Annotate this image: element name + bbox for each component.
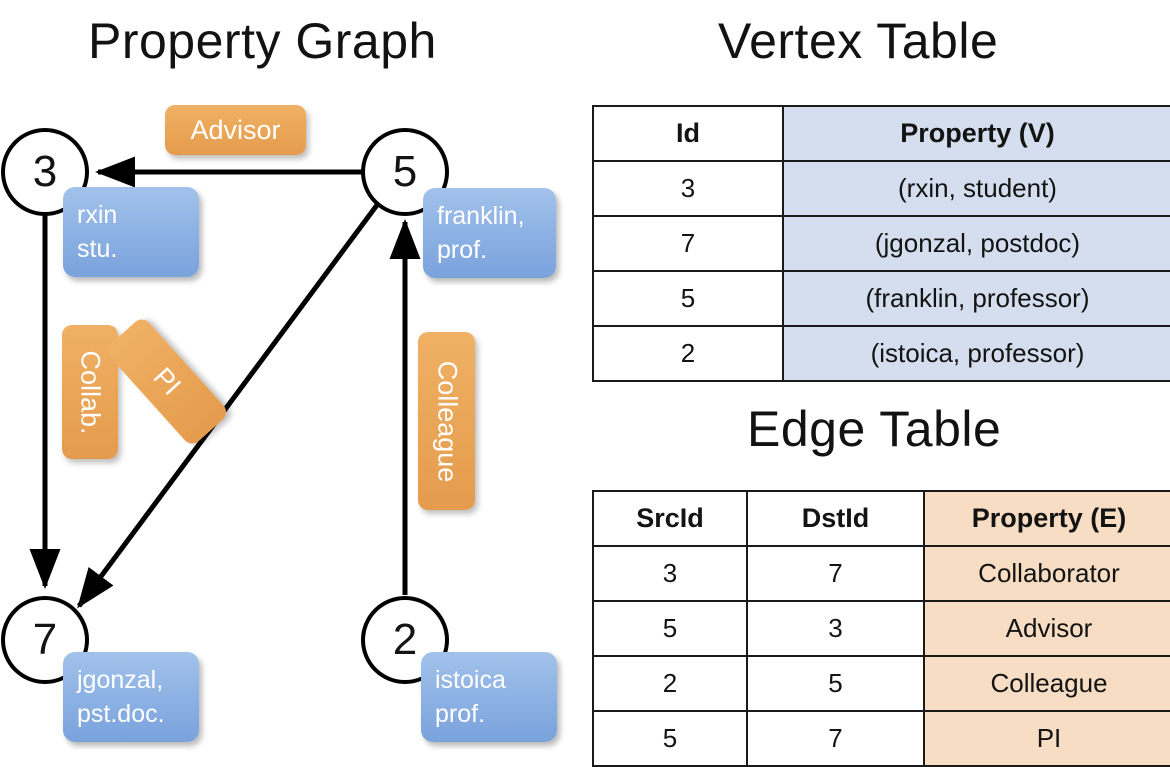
vertex-cell-property: (jgonzal, postdoc) xyxy=(782,215,1170,272)
edge-cell-dstid: 7 xyxy=(746,710,925,767)
table-row: 2 5 Colleague xyxy=(592,655,1170,712)
edge-label-colleague-text: Colleague xyxy=(432,360,462,482)
graph-node-7-label: 7 xyxy=(32,615,58,664)
edge-cell-srcid: 2 xyxy=(592,655,748,712)
vertex-table-header-id: Id xyxy=(592,105,784,162)
edge-table-header-property: Property (E) xyxy=(923,490,1170,547)
edge-cell-srcid: 5 xyxy=(592,710,748,767)
node-property-box-franklin: franklin, prof. xyxy=(423,188,556,278)
edge-cell-dstid: 5 xyxy=(746,655,925,712)
table-row: 2 (istoica, professor) xyxy=(592,325,1170,382)
edge-table-header-srcid: SrcId xyxy=(592,490,748,547)
graph-node-3-label: 3 xyxy=(32,147,58,196)
page-title-vertex-table: Vertex Table xyxy=(718,13,999,69)
vertex-cell-property: (istoica, professor) xyxy=(782,325,1170,382)
vertex-cell-property: (rxin, student) xyxy=(782,160,1170,217)
vertex-table-header-row: Id Property (V) xyxy=(592,105,1170,162)
edge-label-pi-text: PI xyxy=(147,361,188,401)
table-row: 5 (franklin, professor) xyxy=(592,270,1170,327)
edge-label-advisor: Advisor xyxy=(165,105,306,155)
vertex-table-header-property: Property (V) xyxy=(782,105,1170,162)
edge-cell-property: Collaborator xyxy=(923,545,1170,602)
vertex-cell-id: 7 xyxy=(592,215,784,272)
edge-label-collaborator-text: Collab. xyxy=(75,349,106,435)
edge-cell-property: PI xyxy=(923,710,1170,767)
graph-edges-layer xyxy=(29,156,421,609)
graph-node-2[interactable]: 2 xyxy=(361,596,449,684)
edge-label-advisor-text: Advisor xyxy=(190,114,281,145)
edge-table-header-dstid: DstId xyxy=(746,490,925,547)
edge-cell-property: Advisor xyxy=(923,600,1170,657)
graph-node-5[interactable]: 5 xyxy=(361,128,449,216)
edge-cell-property: Colleague xyxy=(923,655,1170,712)
edge-5-to-7-pi xyxy=(76,203,380,609)
edge-cell-dstid: 3 xyxy=(746,600,925,657)
edge-cell-dstid: 7 xyxy=(746,545,925,602)
property-graph-diagram: 3 5 7 2 rxin stu. franklin, prof. jgonza… xyxy=(0,0,585,760)
table-row: 5 7 PI xyxy=(592,710,1170,767)
table-row: 3 (rxin, student) xyxy=(592,160,1170,217)
edge-cell-srcid: 5 xyxy=(592,600,748,657)
table-row: 5 3 Advisor xyxy=(592,600,1170,657)
vertex-cell-property: (franklin, professor) xyxy=(782,270,1170,327)
graph-node-5-label: 5 xyxy=(392,147,418,196)
vertex-table: Id Property (V) 3 (rxin, student) 7 (jgo… xyxy=(592,105,1170,382)
vertex-cell-id: 5 xyxy=(592,270,784,327)
page-title-edge-table: Edge Table xyxy=(747,401,1002,457)
node-property-box-jgonzal: jgonzal, pst.doc. xyxy=(63,652,199,742)
table-row: 3 7 Collaborator xyxy=(592,545,1170,602)
node-property-box-istoica: istoica prof. xyxy=(421,652,557,742)
edge-table: SrcId DstId Property (E) 3 7 Collaborato… xyxy=(592,490,1170,767)
vertex-cell-id: 3 xyxy=(592,160,784,217)
vertex-cell-id: 2 xyxy=(592,325,784,382)
node-property-box-rxin: rxin stu. xyxy=(63,187,199,277)
page-title-property-graph: Property Graph xyxy=(88,13,437,69)
edge-label-colleague: Colleague xyxy=(418,332,475,510)
edge-cell-srcid: 3 xyxy=(592,545,748,602)
table-row: 7 (jgonzal, postdoc) xyxy=(592,215,1170,272)
graph-node-2-label: 2 xyxy=(392,615,418,664)
edge-table-header-row: SrcId DstId Property (E) xyxy=(592,490,1170,547)
